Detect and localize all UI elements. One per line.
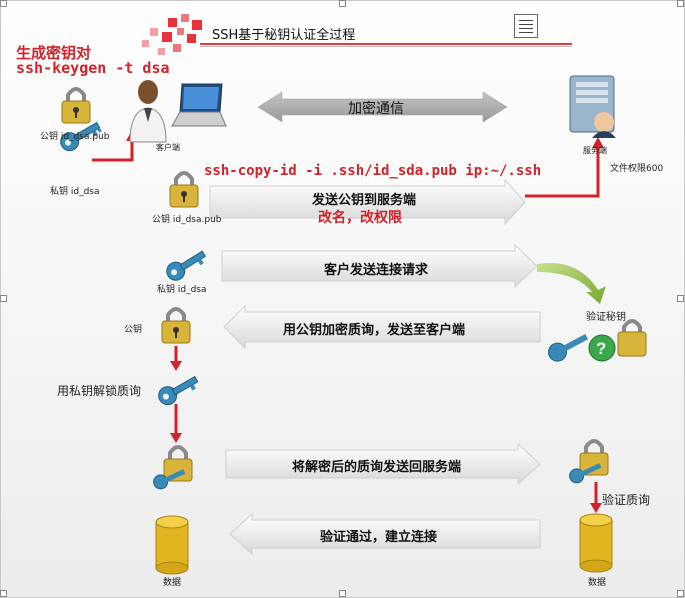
connect-request-band [221,243,538,289]
decrypt-challenge-label: 用私钥解锁质询 [57,384,142,398]
send-pubkey-band [209,178,526,226]
verify-challenge-label: 验证质询 [602,493,651,507]
key-icon [158,375,199,406]
keygen-heading: 生成密钥对 [16,44,92,62]
resize-handle-top-left[interactable] [0,0,7,7]
pubkey2-caption: 公钥 id_dsa.pub [152,215,222,225]
laptop-icon [171,83,227,127]
privkey-caption: 私钥 id_dsa [50,187,100,197]
resize-handle-top-right[interactable] [677,0,684,7]
database-icon [155,515,189,575]
pubkey3-caption: 公钥 [124,325,143,335]
established-label: 验证通过，建立连接 [320,530,438,545]
data-left-caption: 数据 [163,578,182,588]
verify-curve-arrow [537,263,606,304]
server-icon [569,75,616,138]
keygen-arrow [92,138,134,162]
key-icon [166,250,207,281]
send-back-band [225,442,541,486]
keygen-command: ssh-keygen -t dsa [16,59,170,77]
resize-handle-mid-left[interactable] [0,295,7,302]
perm-note: 文件权限600 [610,164,664,174]
privkey2-caption: 私钥 id_dsa [157,285,207,295]
pubkey-caption: 公钥 id_dsa.pub [40,132,110,142]
encrypt-challenge-label: 用公钥加密质询，发送至客户端 [283,323,466,338]
send-pubkey-label: 发送公钥到服务端 [312,193,417,208]
verify-key-icon: ? [548,319,647,362]
copy-command: ssh-copy-id -i .ssh/id_sda.pub ip:~/.ssh [204,163,542,179]
diagram-title: SSH基于秘钥认证全过程 [212,28,356,43]
send-back-label: 将解密后的质询发送回服务端 [292,460,462,475]
resize-handle-bottom-left[interactable] [0,590,7,597]
database-icon [579,513,613,573]
established-band [229,512,541,556]
title-underline [200,43,572,45]
connect-request-label: 客户发送连接请求 [324,263,429,278]
lock-icon [61,87,91,124]
document-icon[interactable] [514,14,538,38]
data-right-caption: 数据 [588,578,607,588]
title-underline-shadow [200,46,572,47]
svg-text:?: ? [596,339,606,358]
resize-handle-mid-right[interactable] [677,295,684,302]
lock-icon [161,307,191,344]
person-icon [129,80,167,143]
rename-note: 改名，改权限 [318,210,402,226]
key-icon [60,121,102,152]
encrypted-comm-label: 加密通信 [348,101,404,117]
server-caption: 服务端 [583,146,607,155]
client-caption: 客户端 [156,143,180,152]
encrypt-challenge-band [223,304,541,350]
verify-key-caption: 验证秘钥 [586,312,626,323]
lock-icon [169,171,199,208]
resize-handle-top-center[interactable] [339,0,346,7]
encrypted-comm-arrow [257,91,508,123]
resize-handle-bottom-right[interactable] [677,590,684,597]
key-in-lock-icon [569,439,609,484]
key-in-lock-icon [153,445,193,490]
resize-handle-bottom-center[interactable] [339,590,346,597]
copy-to-server-arrow [525,145,600,198]
